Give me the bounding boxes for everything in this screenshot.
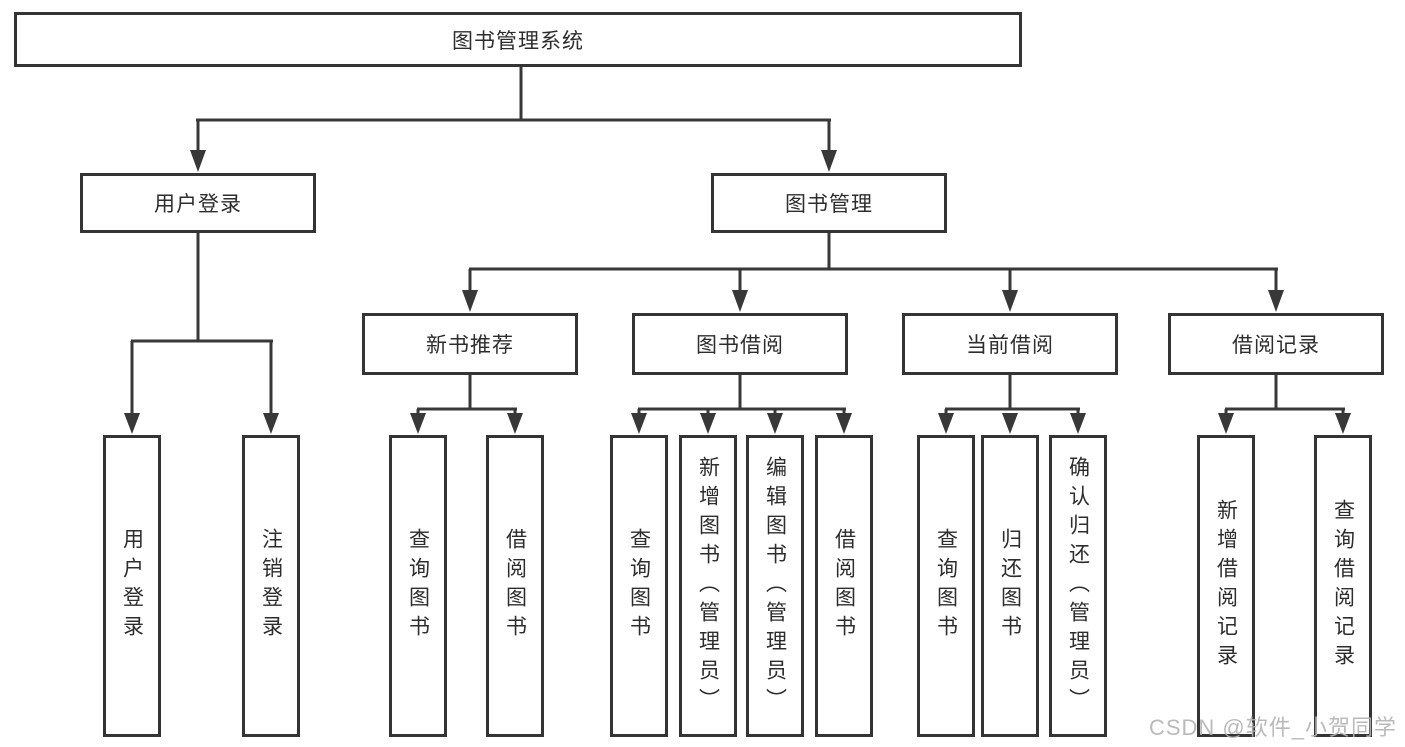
csdn-watermark: CSDN @软件_小贺同学 [1148, 715, 1397, 740]
node-current-borrow-label: 当前借阅 [966, 334, 1054, 357]
node-new-book-recommend: 新书推荐 [362, 313, 578, 375]
node-leaf-add-book-admin: 新增图书（管理员） [679, 435, 737, 737]
node-leaf-query-books-borrow: 查询图书 [610, 435, 668, 737]
node-new-book-recommend-label: 新书推荐 [426, 334, 514, 357]
node-leaf-confirm-return-admin: 确认归还（管理员） [1049, 435, 1107, 737]
node-leaf-user-login-label: 用户登录 [120, 528, 144, 644]
node-book-borrow: 图书借阅 [632, 313, 848, 375]
node-leaf-add-borrow-record: 新增借阅记录 [1197, 435, 1255, 737]
node-leaf-edit-book-admin: 编辑图书（管理员） [746, 435, 804, 737]
node-root: 图书管理系统 [14, 12, 1022, 67]
node-leaf-borrow-books-recommend: 借阅图书 [486, 435, 544, 737]
node-leaf-borrow-books-recommend-label: 借阅图书 [503, 528, 527, 644]
arrowheads [124, 150, 1351, 434]
node-leaf-add-book-admin-label: 新增图书（管理员） [696, 455, 720, 717]
node-leaf-query-books-recommend-label: 查询图书 [406, 528, 430, 644]
node-leaf-logout-label: 注销登录 [259, 528, 283, 644]
node-leaf-return-book-label: 归还图书 [998, 528, 1022, 644]
node-leaf-borrow-books: 借阅图书 [815, 435, 873, 737]
node-leaf-borrow-books-label: 借阅图书 [832, 528, 856, 644]
node-book-management-branch-label: 图书管理 [785, 193, 873, 216]
node-book-borrow-label: 图书借阅 [696, 334, 784, 357]
node-borrow-records-label: 借阅记录 [1232, 334, 1320, 357]
node-leaf-confirm-return-admin-label: 确认归还（管理员） [1066, 455, 1090, 717]
node-leaf-query-borrow-record-label: 查询借阅记录 [1331, 499, 1355, 673]
node-leaf-query-books-borrow-label: 查询图书 [627, 528, 651, 644]
node-leaf-query-books-current-label: 查询图书 [934, 528, 958, 644]
node-leaf-query-books-recommend: 查询图书 [389, 435, 447, 737]
node-leaf-return-book: 归还图书 [981, 435, 1039, 737]
node-leaf-add-borrow-record-label: 新增借阅记录 [1214, 499, 1238, 673]
node-leaf-query-books-current: 查询图书 [917, 435, 975, 737]
node-user-login-branch-label: 用户登录 [154, 193, 242, 216]
node-book-management-branch: 图书管理 [711, 173, 947, 233]
node-leaf-edit-book-admin-label: 编辑图书（管理员） [763, 455, 787, 717]
node-leaf-logout: 注销登录 [242, 435, 300, 737]
node-leaf-user-login: 用户登录 [103, 435, 161, 737]
node-borrow-records: 借阅记录 [1168, 313, 1384, 375]
node-user-login-branch: 用户登录 [80, 173, 316, 233]
node-current-borrow: 当前借阅 [902, 313, 1118, 375]
node-root-label: 图书管理系统 [452, 29, 584, 53]
node-leaf-query-borrow-record: 查询借阅记录 [1314, 435, 1372, 737]
